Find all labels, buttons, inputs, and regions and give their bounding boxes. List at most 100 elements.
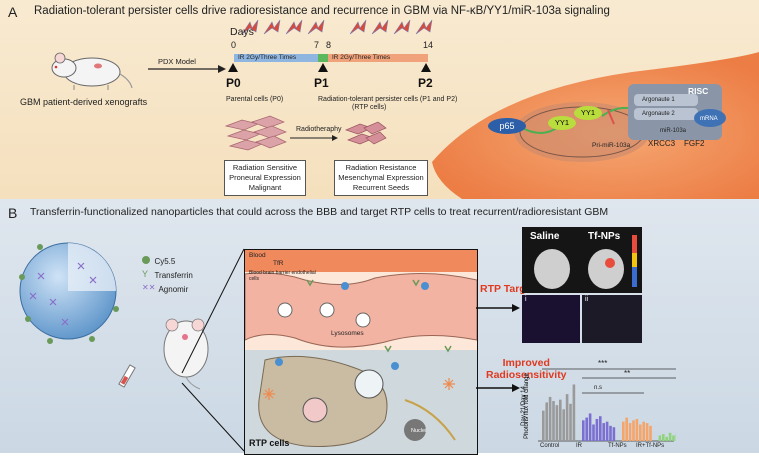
bar-tf-nps-0 xyxy=(622,422,625,441)
panel-a-label: A xyxy=(8,4,17,20)
group-label-tfnps: Tf-NPs xyxy=(608,443,627,449)
yy1-node-a: YY1 xyxy=(548,116,576,130)
bar-tf-nps-8 xyxy=(649,426,652,441)
radiotherapy-label: Radiotheraphy xyxy=(296,126,342,133)
bar-ir-9 xyxy=(613,427,616,441)
panel-b: B Transferrin-functionalized nanoparticl… xyxy=(0,199,759,453)
resistance-line-2: Mesenchymal Expression xyxy=(338,173,424,183)
rtp-cells-inset-label: RTP cells xyxy=(249,438,289,448)
risc-label: RISC xyxy=(688,86,708,96)
mouse-caption: GBM patient-derived xenografts xyxy=(20,97,147,107)
group-label-ir: IR xyxy=(576,443,582,449)
transferrin-icon: Y xyxy=(142,270,150,278)
agnomir-icon: ✕✕ xyxy=(142,283,154,292)
bar-ir-5 xyxy=(599,416,602,441)
rtp-cells-label: (RTP cells) xyxy=(352,104,386,111)
mrna-label: mRNA xyxy=(700,116,718,122)
group-label-irtfnps: IR+Tf-NPs xyxy=(636,443,664,449)
argonaute2-label: Argonaute 2 xyxy=(642,111,675,117)
yy1-node-b: YY1 xyxy=(574,106,602,120)
bar-control-4 xyxy=(556,405,559,441)
bar-ir-4 xyxy=(596,419,599,441)
day-tick-7: 7 xyxy=(314,40,319,50)
resistance-line-3: Recurrent Seeds xyxy=(338,183,424,193)
microscopy-i: i xyxy=(522,295,580,343)
days-label: Days xyxy=(230,26,254,38)
photon-flux-chart xyxy=(536,363,676,445)
panel-a: A Radiation-tolerant persister cells dri… xyxy=(0,0,759,199)
bar-ir-2 xyxy=(589,413,592,441)
bar-ir-tf-nps-1 xyxy=(662,434,665,441)
p2-marker xyxy=(421,63,431,72)
bar-ir-6 xyxy=(602,423,605,441)
p65-node: p65 xyxy=(488,118,526,134)
bar-ir-7 xyxy=(606,422,609,441)
bar-tf-nps-6 xyxy=(642,422,645,441)
sensitive-line-2: Proneural Expression xyxy=(228,173,302,183)
lysosomes-label: Lysosomes xyxy=(331,330,364,337)
bar-control-0 xyxy=(542,411,545,441)
radiosensitivity-arrow xyxy=(476,383,520,393)
p0-label: P0 xyxy=(226,76,241,90)
bar-tf-nps-1 xyxy=(625,418,628,441)
pri-mir-label: Pri-miR-103a xyxy=(592,142,630,149)
zoom-lines xyxy=(176,243,248,457)
panel-b-title: Transferrin-functionalized nanoparticles… xyxy=(30,206,608,218)
day-tick-8: 8 xyxy=(326,40,331,50)
bar-ir-8 xyxy=(609,426,612,441)
bar-tf-nps-5 xyxy=(639,424,642,441)
blood-label: Blood xyxy=(249,252,266,259)
bar-ir-tf-nps-4 xyxy=(672,435,675,441)
bar-control-7 xyxy=(566,394,569,441)
sig-2: ** xyxy=(624,369,630,378)
group-label-control: Control xyxy=(540,443,559,449)
bar-tf-nps-3 xyxy=(632,420,635,441)
p1-label: P1 xyxy=(314,76,329,90)
bar-ir-tf-nps-2 xyxy=(665,437,668,441)
bar-control-1 xyxy=(545,402,548,441)
p2-label: P2 xyxy=(418,76,433,90)
bar-control-2 xyxy=(549,397,552,441)
xrcc3-label: XRCC3 xyxy=(648,139,675,148)
panel-ii-label: ii xyxy=(585,296,588,303)
panel-i-label: i xyxy=(525,296,527,303)
inset-panel: Blood TfR Blood brain barrier endothelia… xyxy=(244,249,478,455)
resistance-box: Radiation Resistance Mesenchymal Express… xyxy=(334,160,428,196)
bar-tf-nps-4 xyxy=(636,419,639,441)
bar-ir-3 xyxy=(592,424,595,441)
sensitive-line-1: Radiation Sensitive xyxy=(228,163,302,173)
mouse-icon xyxy=(44,44,134,92)
ivis-image: Saline Tf-NPs xyxy=(522,227,642,293)
p0-marker xyxy=(228,63,238,72)
syringe-icon xyxy=(116,359,146,399)
ylabel-line-2: Day 21/Day 14 xyxy=(521,386,527,426)
mir-label: miR-103a xyxy=(660,128,686,134)
bar-control-9 xyxy=(573,385,576,441)
gap-bar xyxy=(318,54,328,62)
bar-ir-0 xyxy=(582,420,585,441)
day-tick-0: 0 xyxy=(231,40,236,50)
rtp-cells-image xyxy=(342,118,388,150)
radiation-icons xyxy=(240,18,450,38)
panel-a-title: Radiation-tolerant persister cells drive… xyxy=(34,5,610,17)
ir-bar-1: IR 2Gy/Three Times xyxy=(234,54,318,62)
argonaute1-label: Argonaute 1 xyxy=(642,97,675,103)
fgf2-label: FGF2 xyxy=(684,139,704,148)
resistance-line-1: Radiation Resistance xyxy=(338,163,424,173)
cy55-icon xyxy=(142,256,150,264)
panel-b-label: B xyxy=(8,205,17,221)
microscopy-ii: ii xyxy=(582,295,642,343)
sensitive-line-3: Malignant xyxy=(228,183,302,193)
bar-control-8 xyxy=(569,404,572,441)
bar-tf-nps-7 xyxy=(646,423,649,441)
sig-1: *** xyxy=(598,359,607,368)
targeted-arrow xyxy=(476,303,520,313)
brain-images xyxy=(522,227,642,293)
chart-ylabel: Photons flux fold change Day 21/Day 14 xyxy=(520,379,530,443)
pdx-arrow xyxy=(148,64,226,74)
sig-3: n.s xyxy=(594,385,602,391)
bar-tf-nps-2 xyxy=(629,423,632,441)
tfr-label: TfR xyxy=(273,260,283,267)
radiotherapy-arrow xyxy=(290,134,338,142)
bar-ir-1 xyxy=(585,418,588,441)
